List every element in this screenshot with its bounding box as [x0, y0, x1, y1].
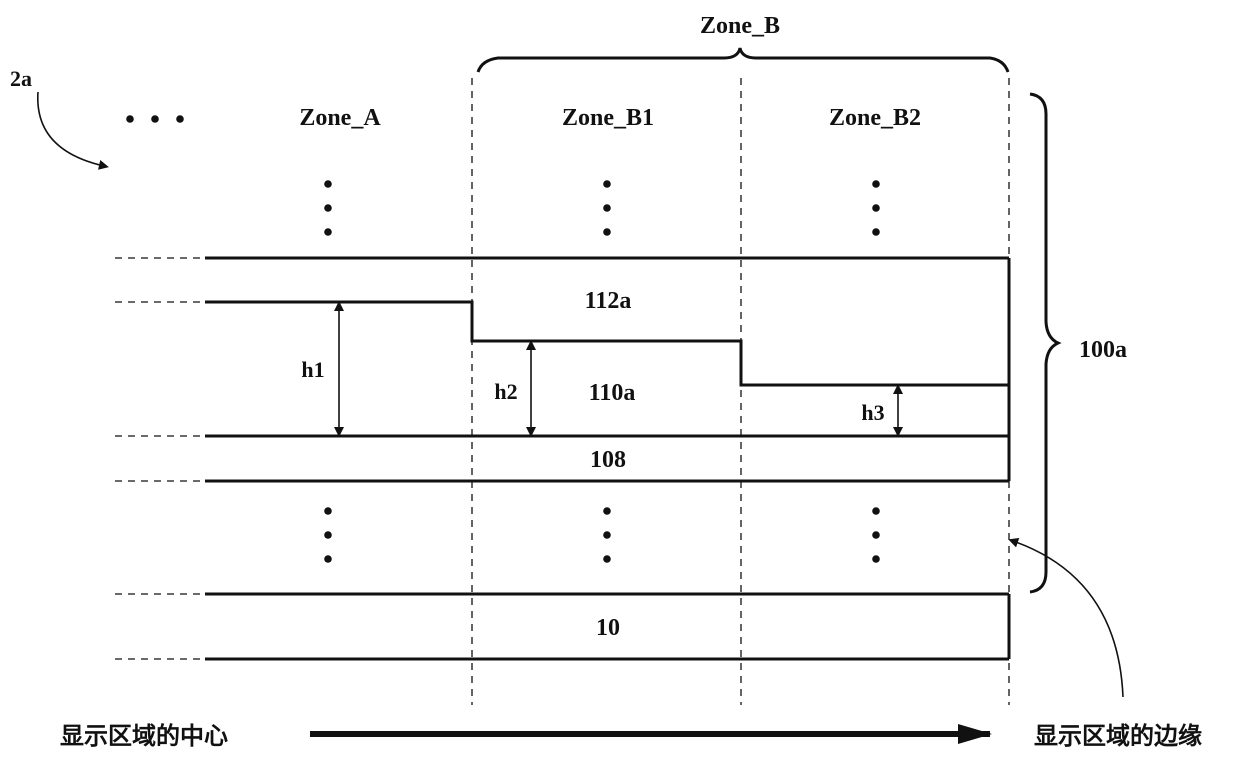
ellipsis-lower-zone-b1 — [603, 507, 611, 563]
zone-b-label: Zone_B — [700, 13, 780, 39]
ellipsis-upper-zone-a — [324, 180, 332, 236]
figure-label: 2a — [10, 66, 32, 91]
zone-b1-label: Zone_B1 — [562, 105, 654, 131]
ellipsis-top-left — [126, 115, 184, 123]
stack-100a-label: 100a — [1079, 337, 1127, 363]
h3-label: h3 — [861, 400, 884, 425]
layer-112a-label: 112a — [585, 288, 632, 314]
zone-b2-label: Zone_B2 — [829, 105, 921, 131]
stack-100a-brace — [1030, 94, 1058, 592]
layer-108-label: 108 — [590, 447, 626, 473]
axis-center-label: 显示区域的中心 — [60, 722, 228, 750]
ellipsis-upper-zone-b1 — [603, 180, 611, 236]
h1-label: h1 — [301, 357, 324, 382]
zone-b-brace — [478, 48, 1008, 72]
layer-10-label: 10 — [596, 615, 620, 641]
layer-110a-label: 110a — [589, 380, 636, 406]
ellipsis-upper-zone-b2 — [872, 180, 880, 236]
figure-pointer-arrow — [38, 92, 104, 166]
layer-boundary-extensions — [115, 258, 205, 659]
axis-edge-label: 显示区域的边缘 — [1034, 722, 1202, 750]
edge-pointer-arrow — [1013, 541, 1123, 697]
ellipsis-lower-zone-a — [324, 507, 332, 563]
layer-110a-top-stepped-boundary — [205, 302, 1009, 385]
zone-a-label: Zone_A — [299, 105, 381, 131]
h2-label: h2 — [494, 379, 517, 404]
ellipsis-lower-zone-b2 — [872, 507, 880, 563]
